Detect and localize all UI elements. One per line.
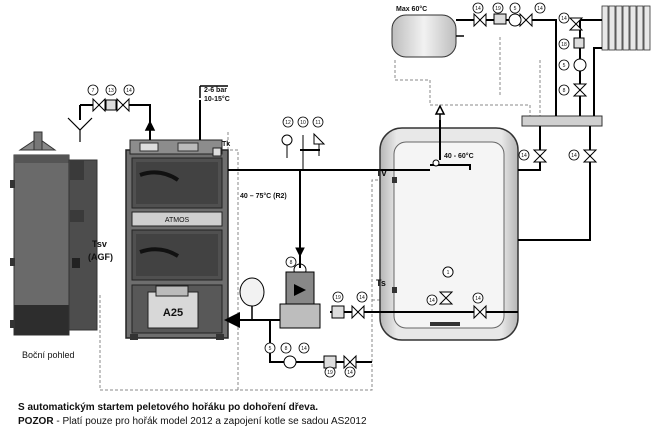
svg-text:11: 11 — [315, 120, 320, 126]
svg-text:1: 1 — [447, 270, 450, 276]
pipes — [79, 19, 602, 363]
caption-line-1: S automatickým startem peletového hořáku… — [18, 402, 318, 413]
distributor — [521, 115, 603, 127]
svg-text:18: 18 — [561, 42, 567, 48]
svg-text:8: 8 — [563, 88, 566, 94]
svg-text:12: 12 — [285, 120, 291, 126]
marker: 14 — [558, 12, 570, 24]
flow-temp-label: 40 – 75°C (R2) — [240, 192, 287, 200]
marker: 14 — [534, 2, 546, 14]
component-number-markers: 7 13 14 12 10 11 14 19 5 14 14 18 5 8 14… — [87, 2, 580, 378]
svg-text:5: 5 — [563, 63, 566, 69]
svg-text:5: 5 — [269, 346, 272, 352]
caption-line-2-text: - Platí pouze pro hořák model 2012 a zap… — [53, 416, 367, 427]
svg-text:14: 14 — [359, 295, 365, 301]
accu-ts-label: Ts — [376, 278, 386, 288]
mixing-valve — [279, 271, 321, 329]
svg-text:8: 8 — [290, 260, 293, 266]
boiler-side-view — [10, 131, 98, 336]
marker: 10 — [297, 116, 309, 128]
svg-text:8: 8 — [285, 346, 288, 352]
svg-text:14: 14 — [475, 6, 481, 12]
filters — [105, 13, 585, 369]
marker: 5 — [509, 2, 521, 14]
marker: 19 — [492, 2, 504, 14]
marker: 14 — [356, 291, 368, 303]
tsv-label: Tsv — [92, 239, 107, 249]
boiler-model: A25 — [163, 307, 183, 319]
svg-text:14: 14 — [126, 88, 132, 94]
svg-text:14: 14 — [429, 298, 435, 304]
caption-line-1-text: S automatickým startem peletového hořáku… — [18, 402, 319, 413]
marker: 11 — [312, 116, 324, 128]
svg-text:5: 5 — [514, 6, 517, 12]
side-view-label: Boční pohled — [22, 350, 75, 360]
accu-temp-label: 40 - 60°C — [444, 152, 474, 160]
svg-text:14: 14 — [537, 6, 543, 12]
marker: 14 — [518, 149, 530, 161]
accu-tv-label: Tv — [376, 168, 387, 178]
marker: 14 — [426, 294, 438, 306]
inlet-temp-label: 10-15°C — [204, 95, 230, 103]
svg-text:14: 14 — [347, 370, 353, 376]
marker: 8 — [280, 342, 292, 354]
safety-group — [281, 132, 326, 268]
expansion-vessel — [239, 277, 265, 320]
marker: 8 — [285, 256, 297, 268]
tank-max-temp-label: Max 60°C — [396, 5, 427, 13]
svg-text:19: 19 — [327, 370, 333, 376]
boiler-tk-label: Tk — [222, 141, 230, 148]
svg-text:14: 14 — [521, 153, 527, 159]
svg-text:19: 19 — [335, 295, 341, 301]
radiator — [601, 5, 651, 51]
funnel — [67, 117, 93, 142]
marker: 8 — [558, 84, 570, 96]
marker: 13 — [105, 84, 117, 96]
marker: 14 — [472, 292, 484, 304]
marker: 14 — [472, 2, 484, 14]
pressure-label: 2-6 bar — [204, 87, 227, 94]
tsv-agf-label: (AGF) — [88, 252, 113, 262]
sensor-wiring — [99, 35, 541, 391]
accumulation-tank — [379, 127, 519, 341]
marker: 7 — [87, 84, 99, 96]
svg-text:13: 13 — [108, 88, 114, 94]
marker: 14 — [568, 149, 580, 161]
dhw-tank — [391, 14, 464, 58]
svg-text:10: 10 — [300, 120, 306, 126]
marker: 14 — [123, 84, 135, 96]
svg-text:14: 14 — [475, 296, 481, 302]
marker: 18 — [558, 38, 570, 50]
marker: 14 — [298, 342, 310, 354]
svg-text:14: 14 — [561, 16, 567, 22]
marker: 1 — [442, 266, 454, 278]
caption-warning: POZOR — [18, 416, 54, 427]
valves — [92, 12, 598, 370]
svg-text:7: 7 — [92, 88, 95, 94]
caption-line-2: POZOR - Platí pouze pro hořák model 2012… — [18, 416, 367, 427]
svg-text:14: 14 — [571, 153, 577, 159]
marker: 5 — [264, 342, 276, 354]
svg-text:19: 19 — [495, 6, 501, 12]
marker: 5 — [558, 59, 570, 71]
arrows-up — [144, 85, 446, 140]
boiler-brand: ATMOS — [165, 217, 190, 224]
marker: 14 — [344, 366, 356, 378]
boiler-front — [125, 139, 229, 340]
marker: 19 — [332, 291, 344, 303]
marker: 12 — [282, 116, 294, 128]
svg-text:14: 14 — [301, 346, 307, 352]
marker: 19 — [324, 366, 336, 378]
